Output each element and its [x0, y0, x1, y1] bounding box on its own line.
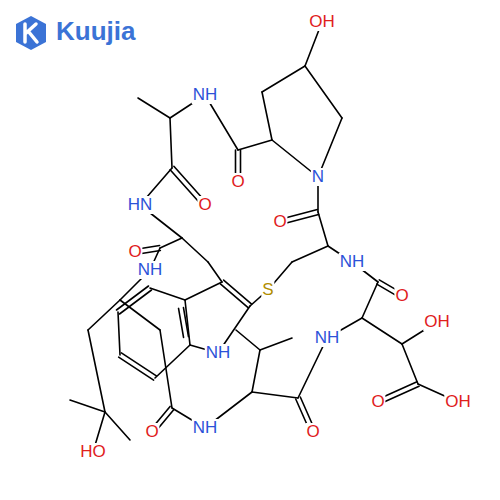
bond-line [88, 330, 105, 412]
bond-line [105, 412, 130, 440]
atom-label: O [272, 213, 287, 231]
bond-line [170, 118, 172, 168]
bond-line [220, 284, 248, 308]
bond-line [160, 238, 182, 248]
atom-label: S [261, 281, 274, 299]
bond-line [119, 357, 154, 380]
bond-line [402, 344, 418, 384]
atom-label: O [394, 287, 409, 305]
atom-label: OH [308, 13, 336, 31]
bond-line [292, 246, 328, 262]
bond-line [208, 262, 222, 282]
bond-line [138, 98, 170, 118]
bond-line [252, 392, 298, 398]
bond-line [262, 92, 272, 140]
bond-line [160, 330, 172, 408]
atom-label: OH [423, 313, 451, 331]
atom-label: HN [127, 196, 154, 214]
atom-label: N [311, 168, 325, 186]
bond-line [224, 280, 252, 304]
atom-label: O [127, 243, 142, 261]
bond-line [121, 353, 156, 376]
bond-line [252, 350, 260, 392]
bond-line [120, 290, 152, 314]
atom-label: NH [314, 329, 341, 347]
atom-label: O [370, 393, 385, 411]
bond-line [182, 238, 208, 262]
bond-line [298, 338, 327, 398]
bond-line [70, 400, 105, 412]
bond-line [179, 308, 184, 337]
bond-line [318, 212, 328, 246]
atom-label: OH [444, 393, 472, 411]
bond-line [88, 300, 120, 330]
bond-line [155, 345, 190, 378]
atom-label: O [144, 423, 159, 441]
bond-line [120, 300, 160, 330]
atom-label: HO [79, 443, 107, 461]
bond-line [238, 140, 272, 150]
atom-label: NH [137, 261, 164, 279]
bond-line [150, 288, 185, 300]
atom-label: O [305, 423, 320, 441]
bond-line [260, 338, 292, 350]
bond-line [183, 308, 188, 337]
atom-label: NH [192, 86, 219, 104]
atom-label: NH [205, 344, 232, 362]
bond-line [305, 66, 342, 118]
bond-line [362, 282, 378, 318]
atom-label: O [197, 196, 212, 214]
atom-label: O [230, 173, 245, 191]
atom-label: NH [339, 253, 366, 271]
bond-line [236, 330, 260, 350]
bond-line [262, 66, 305, 92]
atom-label: NH [192, 419, 219, 437]
bond-line [118, 312, 120, 355]
bond-line [185, 282, 222, 300]
logo-icon [16, 16, 46, 50]
logo-text: Kuujia [56, 16, 135, 47]
bond-line [362, 318, 402, 344]
